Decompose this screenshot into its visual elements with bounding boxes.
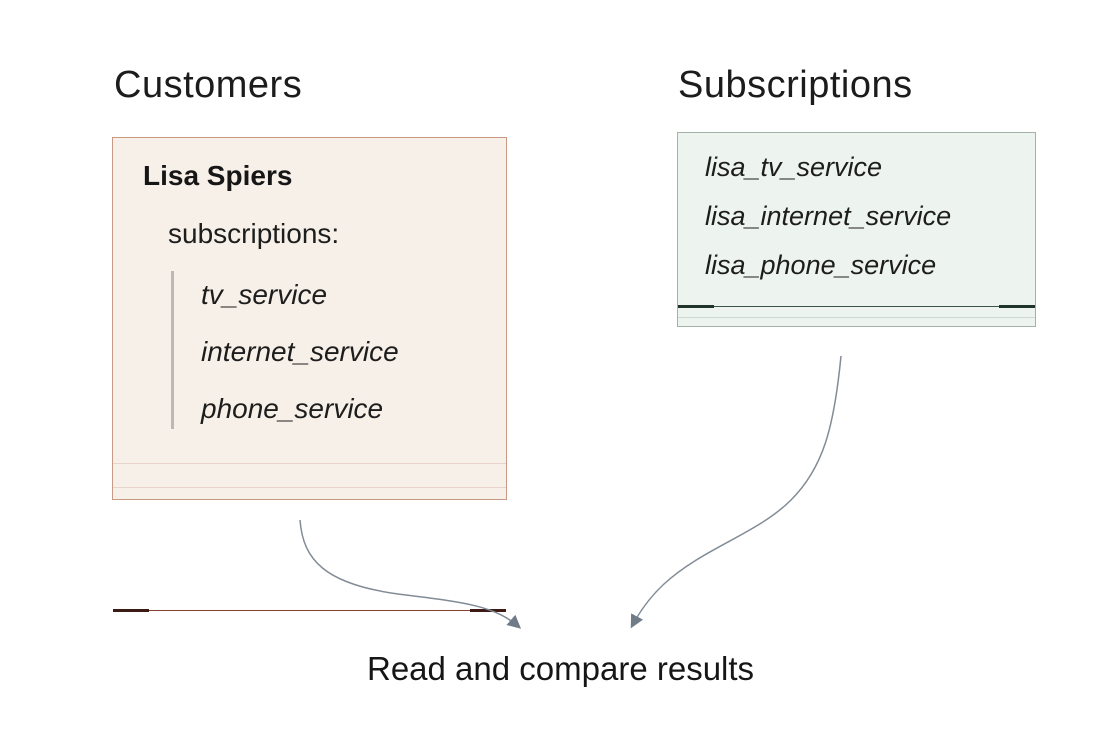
list-item: phone_service — [201, 393, 384, 424]
accent-line-cap-left — [678, 305, 714, 308]
list-item: lisa_phone_service — [705, 250, 937, 280]
list-item: lisa_tv_service — [705, 152, 883, 182]
subscriptions-title: Subscriptions — [678, 64, 913, 106]
customers-box: Lisa Spiers subscriptions: tv_service in… — [112, 137, 507, 612]
divider-line — [113, 463, 506, 464]
list-item: tv_service — [201, 279, 328, 310]
subscription-list: lisa_tv_service lisa_internet_service li… — [705, 143, 951, 290]
divider-line — [113, 487, 506, 488]
accent-line-cap-right — [470, 609, 506, 612]
subscriptions-box: lisa_tv_service lisa_internet_service li… — [677, 132, 1036, 327]
customer-subscription-list: tv_service internet_service phone_servic… — [201, 266, 399, 437]
customer-field-label: subscriptions: — [168, 218, 340, 249]
accent-line-cap-right — [999, 305, 1035, 308]
list-indent-bar — [171, 271, 174, 429]
list-item: lisa_internet_service — [705, 201, 952, 231]
customer-record-name: Lisa Spiers — [143, 160, 293, 191]
accent-line-middle — [113, 610, 506, 611]
right-arrow — [630, 355, 842, 629]
customers-title: Customers — [114, 64, 303, 106]
record-accent-line — [678, 305, 1035, 308]
divider-line — [678, 317, 1035, 318]
record-accent-line — [113, 609, 506, 612]
list-item: internet_service — [201, 336, 399, 367]
accent-line-cap-left — [113, 609, 149, 612]
result-caption: Read and compare results — [367, 650, 755, 687]
accent-line-middle — [678, 306, 1035, 307]
